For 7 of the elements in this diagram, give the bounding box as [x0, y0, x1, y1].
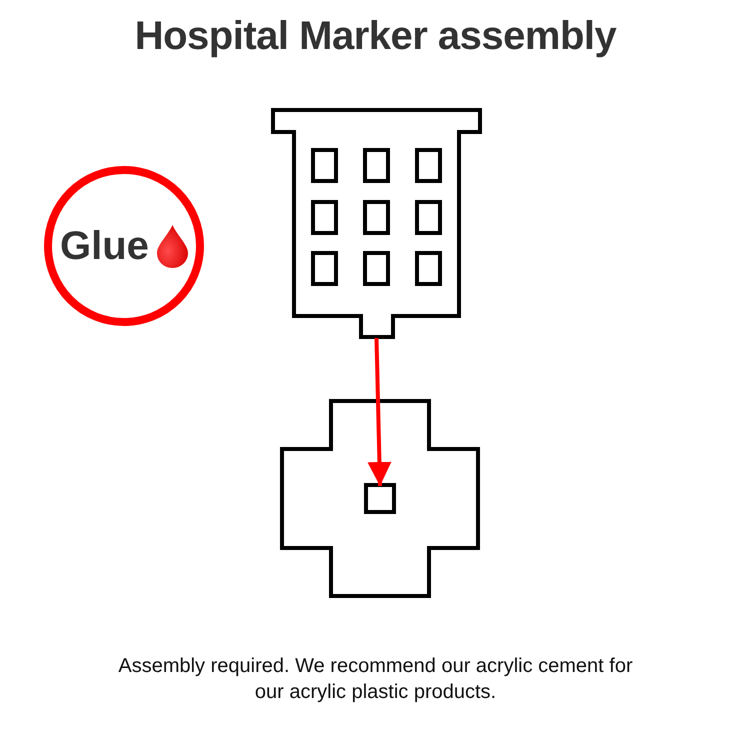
arrow	[367, 338, 392, 486]
caption: Assembly required. We recommend our acrylic cement for our acrylic plastic products.	[117, 654, 634, 705]
building-drawing	[271, 108, 482, 339]
circle-label: Glue	[60, 223, 149, 270]
title: Hospital Marker assembly	[134, 14, 618, 59]
cross-base-drawing	[280, 399, 480, 598]
slot	[364, 483, 396, 514]
